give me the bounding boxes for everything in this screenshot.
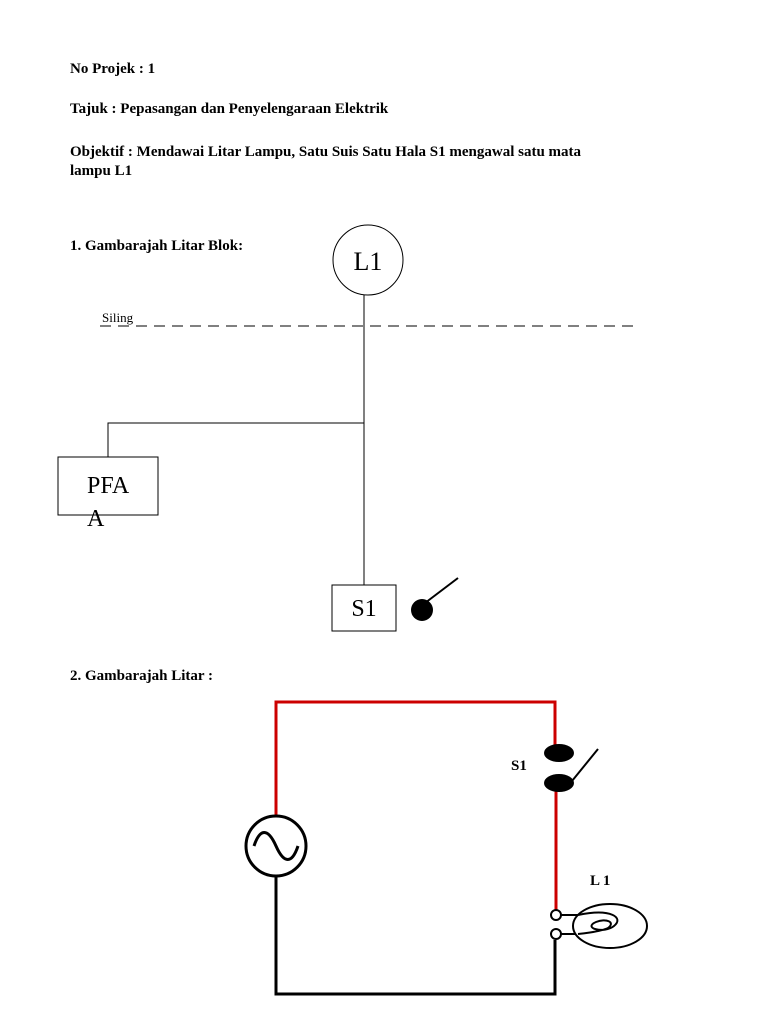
circuit-diagram-heading: 2. Gambarajah Litar : bbox=[70, 668, 214, 684]
switch-s1-contact-top-icon bbox=[544, 744, 574, 762]
ceiling-label: Siling bbox=[102, 310, 134, 325]
switch-s1-contact-bottom-icon bbox=[544, 774, 574, 792]
distribution-board-label-2: A bbox=[87, 506, 105, 532]
objective-line-2: lampu L1 bbox=[70, 163, 133, 179]
branch-cable bbox=[107, 422, 364, 457]
distribution-board-box bbox=[57, 456, 159, 516]
lamp-filament-icon bbox=[577, 911, 619, 935]
objective-line-1: Objektif : Mendawai Litar Lampu, Satu Su… bbox=[70, 144, 582, 160]
live-wire-top bbox=[274, 700, 557, 828]
circuit-switch-label: S1 bbox=[511, 758, 527, 774]
sine-wave-icon bbox=[252, 831, 300, 861]
lamp-terminal-top bbox=[550, 909, 562, 921]
block-diagram: L1 Siling PFA A S1 bbox=[57, 224, 640, 632]
project-number: No Projek : 1 bbox=[70, 61, 156, 77]
project-title: Tajuk : Pepasangan dan Penyelengaraan El… bbox=[70, 101, 389, 117]
lamp-l1-circle bbox=[332, 224, 404, 296]
circuit-lamp-label: L 1 bbox=[590, 873, 610, 889]
neutral-wire bbox=[274, 864, 557, 996]
switch-s1-box bbox=[331, 584, 397, 632]
lamp-l1-label: L1 bbox=[354, 247, 383, 276]
block-diagram-heading: 1. Gambarajah Litar Blok: bbox=[70, 238, 244, 254]
switch-s1-lever-icon bbox=[571, 748, 599, 782]
circuit-diagram: S1 L 1 bbox=[244, 700, 648, 996]
switch-symbol-icon bbox=[411, 599, 433, 621]
switch-lever-icon bbox=[424, 577, 459, 604]
switch-s1-label: S1 bbox=[351, 596, 376, 622]
lamp-terminal-bottom bbox=[550, 928, 562, 940]
distribution-board-label-1: PFA bbox=[87, 473, 130, 499]
